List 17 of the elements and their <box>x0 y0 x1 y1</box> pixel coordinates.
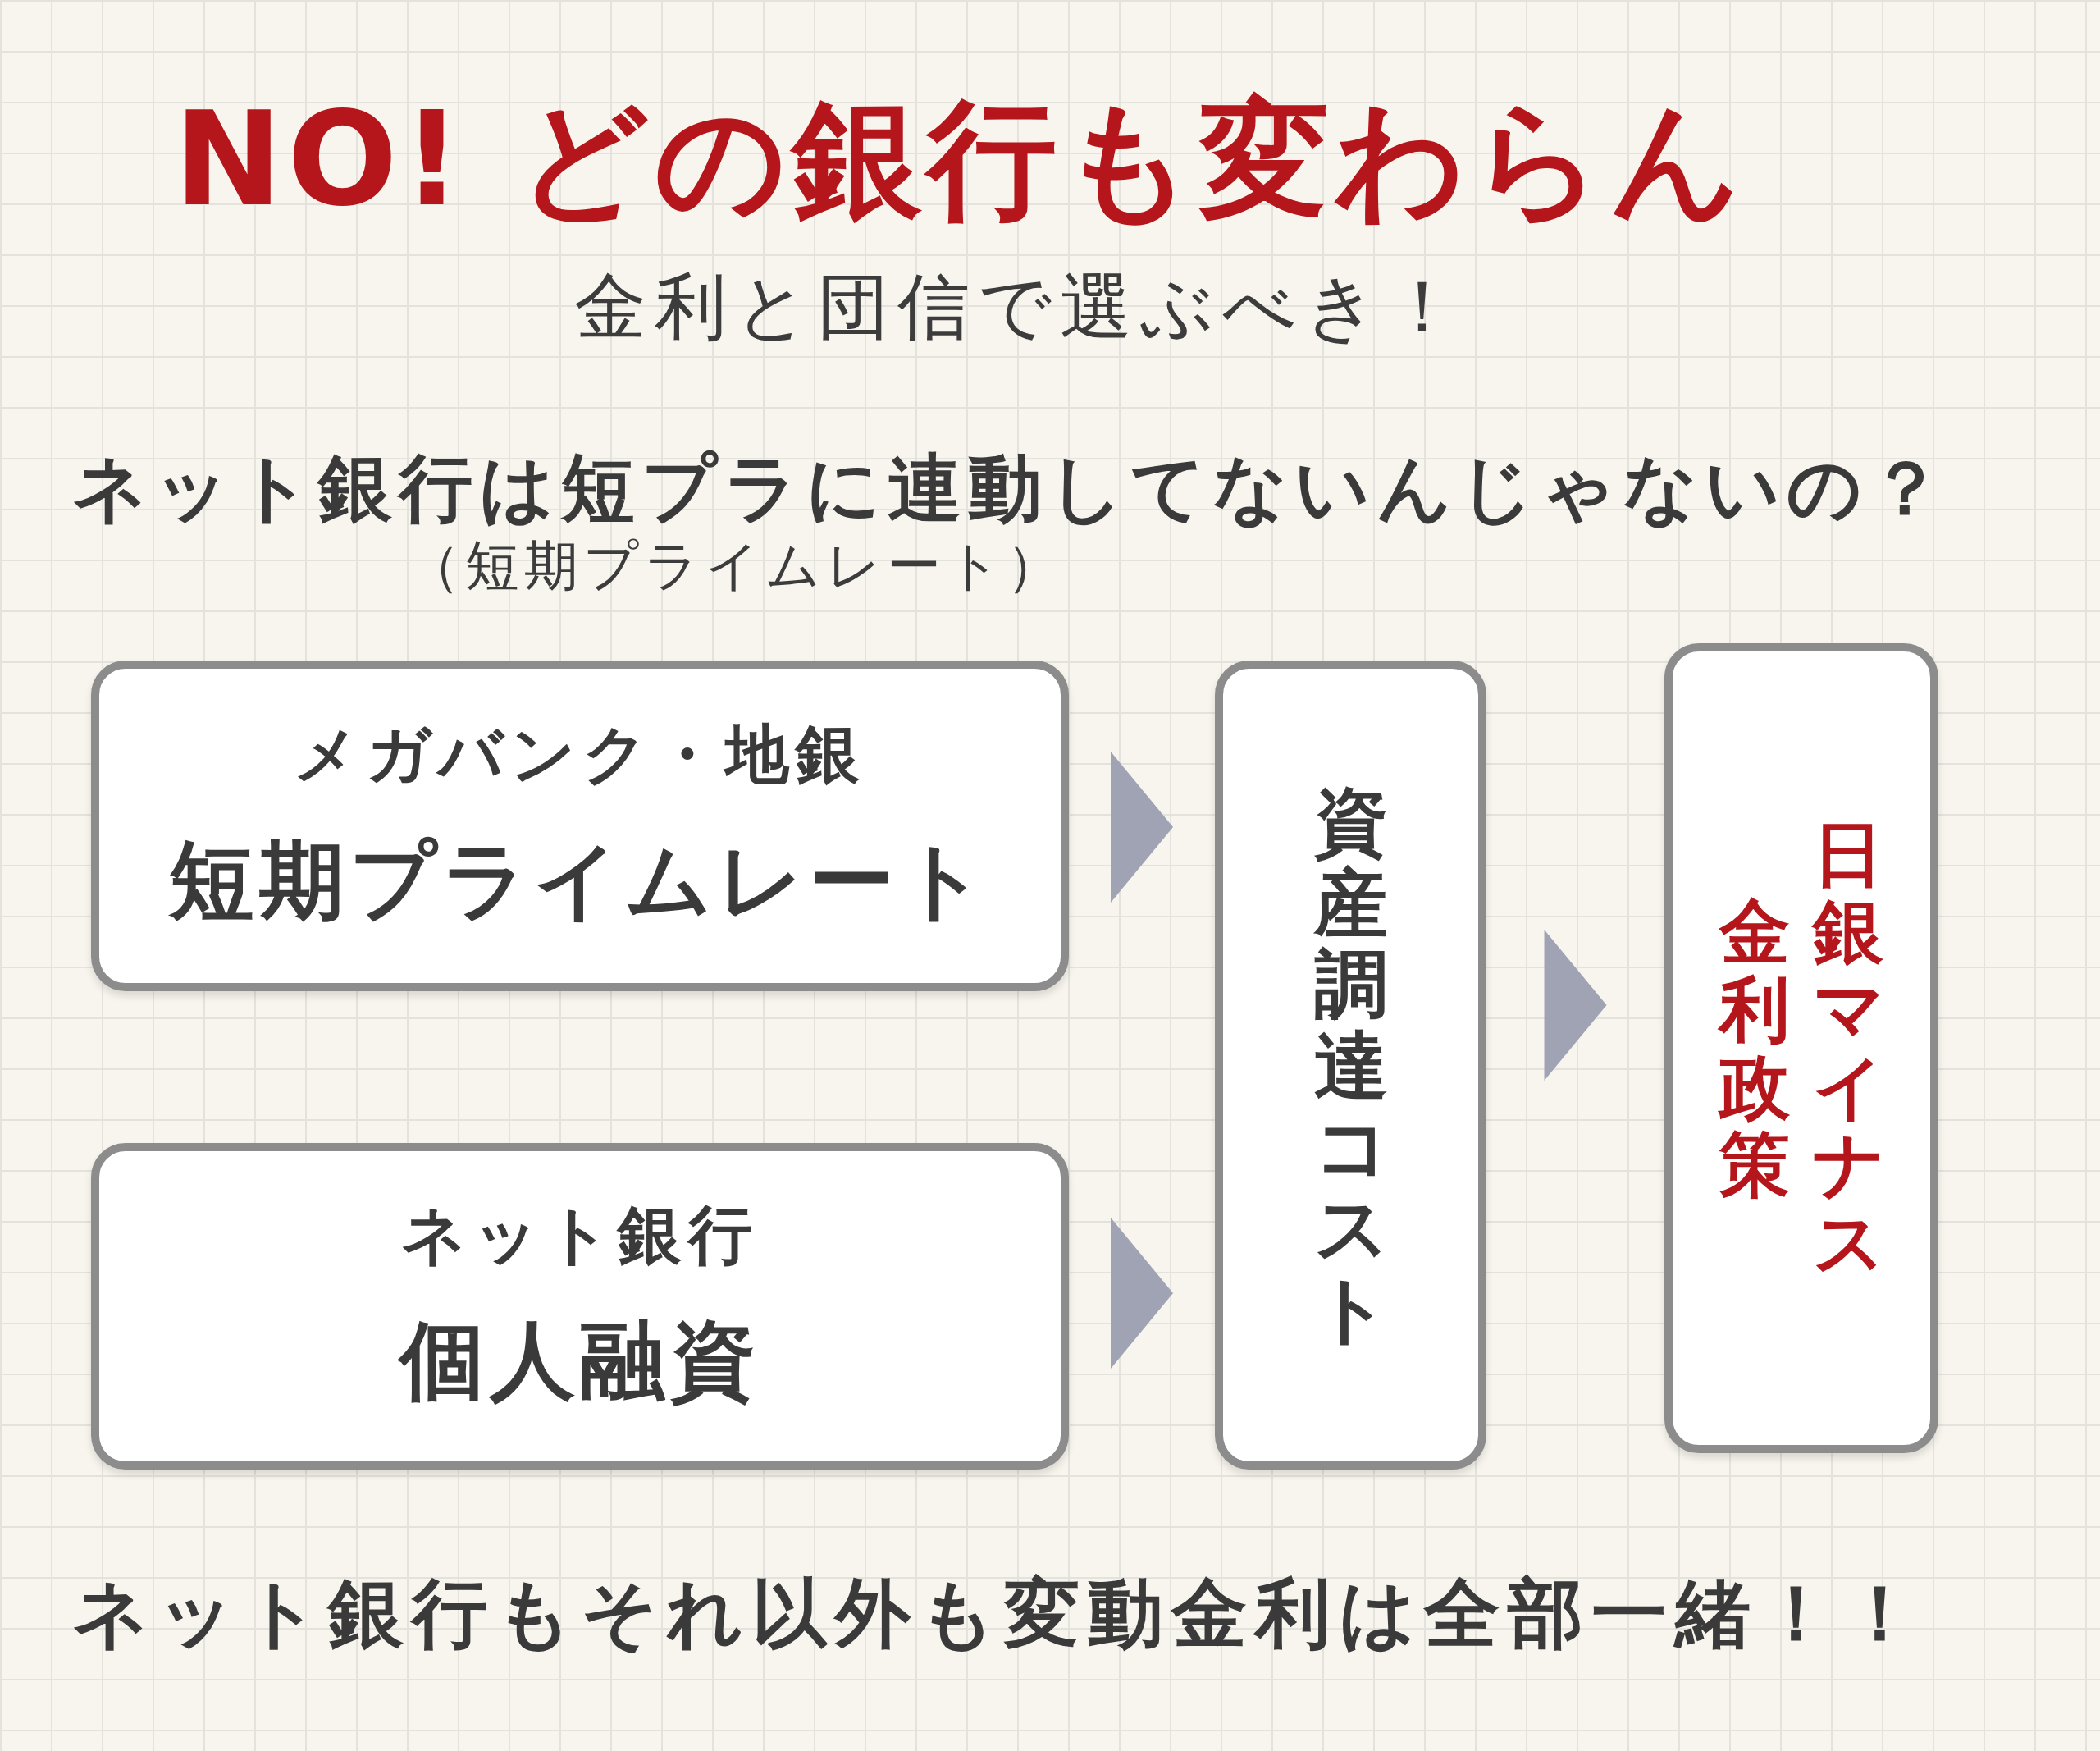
text-box <box>91 661 1069 991</box>
title: NO! どの銀行も変わらん <box>174 83 1747 236</box>
vertical-text-box <box>1664 643 1938 1453</box>
conclusion-text: ネット銀行もそれ以外も変動金利は全部一緒！！ <box>72 1569 1926 1659</box>
chevron-arrow <box>1544 930 1607 1081</box>
handwritten-subtitle: 金利と団信で選ぶべき！ <box>574 263 1467 350</box>
handwritten-note: （短期プライムレート） <box>406 533 1066 599</box>
vertical-label: 日銀マイナス <box>1813 815 1883 1282</box>
text-box <box>91 1143 1069 1470</box>
question-heading: ネット銀行は短プラに連動してないんじゃないの？ <box>72 444 1949 533</box>
box-heading: メガバンク・地銀 <box>294 715 866 793</box>
vertical-text-box <box>1215 661 1486 1470</box>
box-label: 短期プライムレート <box>169 830 991 933</box>
vertical-label: 資産調達コスト <box>1313 780 1388 1350</box>
chevron-arrow <box>1111 1218 1173 1369</box>
box-heading: ネット銀行 <box>401 1197 759 1273</box>
chevron-arrow <box>1111 752 1173 903</box>
